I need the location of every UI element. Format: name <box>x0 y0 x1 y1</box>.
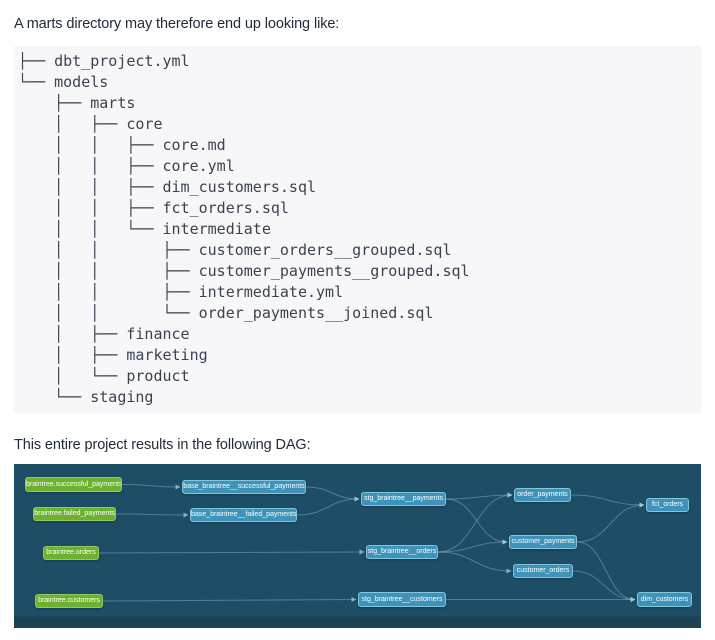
dag-node-stg-braintree-customers: stg_braintree__customers <box>358 592 446 607</box>
dag-edges <box>98 484 645 603</box>
dag-node-dim-customers: dim_customers <box>637 592 692 607</box>
dag-node-customer-payments: customer_payments <box>509 535 577 549</box>
directory-tree-code-block: ├── dbt_project.yml └── models ├── marts… <box>14 46 701 413</box>
dag-image: braintree.successful_payments braintree.f… <box>14 464 701 628</box>
dag-node-customer-orders: customer_orders <box>513 564 573 578</box>
dag-node-braintree-customers: braintree.customers <box>35 594 103 608</box>
dag-node-fct-orders: fct_orders <box>646 498 689 512</box>
dag-node-order-payments: order_payments <box>514 488 571 502</box>
dag-node-braintree-successful-payments: braintree.successful_payments <box>25 477 122 492</box>
dag-node-stg-braintree-payments: stg_braintree__payments <box>361 492 446 506</box>
intro-paragraph: A marts directory may therefore end up l… <box>14 16 340 32</box>
dag-node-base-braintree-failed-payments: base_braintree__failed_payments <box>190 508 297 522</box>
dag-node-braintree-orders: braintree.orders <box>43 546 99 560</box>
dag-node-stg-braintree-orders: stg_braintree__orders <box>366 545 438 559</box>
dag-node-braintree-failed-payments: braintree.failed_payments <box>33 507 116 521</box>
dag-caption-paragraph: This entire project results in the follo… <box>14 437 311 453</box>
dag-node-base-braintree-successful-payments: base_braintree__successful_payments <box>182 480 306 494</box>
